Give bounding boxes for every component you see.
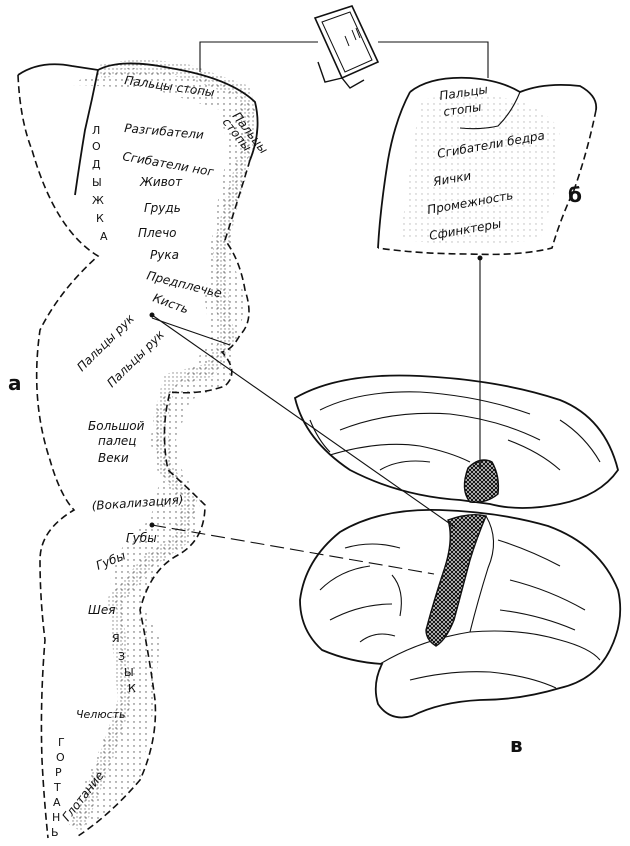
medial-view-b: Пальцы стопы Сгибатели бедра Яички Проме… — [377, 76, 598, 256]
brain-medial-half — [293, 374, 619, 509]
label-palets: палец — [98, 434, 136, 448]
gortan-letter: Ь — [51, 826, 59, 839]
medial-label-paltsy: Пальцы — [438, 82, 488, 103]
label-razgibateli: Разгибатели — [124, 121, 205, 142]
label-guby-1: Губы — [126, 531, 157, 545]
label-zhivot: Живот — [139, 175, 183, 189]
book-icon — [313, 5, 380, 89]
gortan-letter: А — [53, 796, 61, 809]
connector-bracket — [199, 41, 489, 78]
yazyk-letter: З — [118, 650, 125, 663]
gortan-letter: Н — [52, 811, 60, 824]
label-grud: Грудь — [144, 201, 181, 215]
pointer-lines — [149, 255, 483, 575]
gortan-letter: О — [56, 751, 65, 764]
yazyk-letters: Я З Ы К — [112, 632, 136, 695]
label-sheya: Шея — [88, 603, 115, 617]
lodyzhka-letter: Ы — [92, 176, 102, 189]
lodyzhka-letter: К — [96, 212, 104, 225]
gortan-letter: Р — [55, 766, 62, 779]
brain-lateral — [299, 508, 622, 719]
label-bolshoy: Большой — [88, 419, 145, 433]
yazyk-letter: К — [128, 682, 136, 695]
gortan-letter: Г — [58, 736, 65, 749]
lodyzhka-letters: Л О Д Ы Ж К А — [92, 124, 108, 243]
gortan-letters: Г О Р Т А Н Ь — [51, 736, 65, 839]
yazyk-letter: Ы — [124, 666, 134, 679]
medial-label-stopy: стопы — [442, 100, 482, 119]
lodyzhka-letter: О — [92, 140, 101, 153]
lodyzhka-letter: Ж — [92, 194, 104, 207]
panel-label-v: в — [510, 733, 523, 757]
lodyzhka-letter: Л — [92, 124, 100, 137]
gortan-letter: Т — [53, 781, 61, 794]
label-chelyust: Челюсть — [76, 708, 126, 721]
label-vokalizatsiya: (Вокализация) — [91, 493, 184, 513]
yazyk-letter: Я — [112, 632, 120, 645]
pointer-vokal-to-brain — [151, 524, 435, 575]
label-kist: Кисть — [151, 291, 191, 317]
medial-label-yaichki: Яички — [431, 168, 472, 189]
lodyzhka-letter: А — [100, 230, 108, 243]
panel-label-a: а — [8, 371, 22, 395]
pointer-kist-to-brain — [151, 314, 457, 529]
lodyzhka-letter: Д — [92, 158, 101, 171]
homunculus-strip-a — [17, 60, 259, 839]
label-veki: Веки — [98, 451, 129, 465]
label-plecho: Плечо — [138, 226, 177, 240]
label-ruka: Рука — [150, 248, 179, 262]
panel-label-b: б — [568, 183, 582, 207]
